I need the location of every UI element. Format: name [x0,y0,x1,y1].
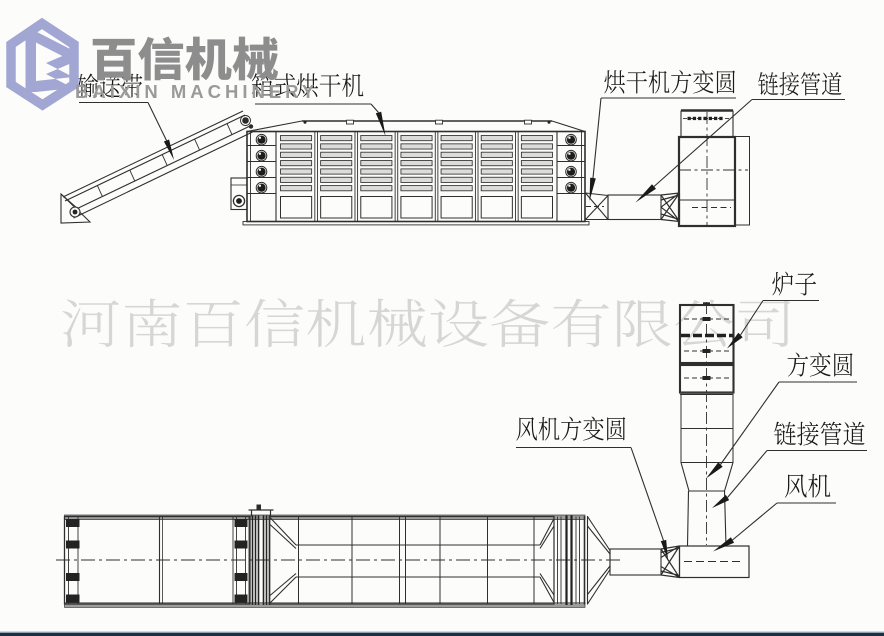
callout-lower-pipe-leader [727,450,768,498]
callout-fan-transition-arrowhead [660,539,668,560]
box-dryer-drawing [230,119,590,226]
dryer-roof-tabs [346,119,532,125]
conveyor-segment-ties [96,123,233,197]
callout-dryer-transition-arrowhead [589,177,596,201]
drum-body-drawing [56,504,620,608]
conveyor-belt-drawing [60,110,254,224]
callout-top-pipe [635,72,845,203]
drum-truss-posts [298,517,535,604]
callout-furnace-leader [740,300,764,336]
drum-flange-bolts [234,519,248,603]
furnace-stack-drawing [678,302,735,547]
callout-fan-leader [732,502,778,541]
callout-box-dryer [251,73,386,136]
callout-dryer-transition [589,69,736,201]
fan-drawing [678,545,750,579]
callout-box-dryer-leader [370,103,379,113]
callout-furnace-transition-arrowhead [706,462,723,479]
callout-fan-arrowhead [713,537,735,552]
logo-company-name-latin: BAIXIN MACHINERY [75,81,318,102]
furnace-center-marks [702,317,711,380]
vertical-chamber-drawing [677,109,750,228]
callout-top-pipe-arrowhead [635,184,656,203]
callout-fan-transition-leader [630,447,665,541]
logo-b-zigzag [36,31,74,92]
dryer-fan-columns [247,133,585,195]
logo-b-spine [25,31,36,92]
callout-labels [77,69,867,560]
callout-fan-transition [516,416,668,560]
box-dryer-line-drawing [60,109,750,228]
callout-conveyor [77,73,174,160]
callout-lower-pipe [712,421,867,508]
callout-furnace-transition-leader [720,381,780,465]
company-logo: BAIXIN MACHINERY [6,17,318,111]
callout-fan [713,473,836,552]
callout-furnace-arrowhead [727,332,743,349]
dryer-louver-columns [280,131,553,222]
footer-rule [0,631,884,636]
footer-rule-bar [0,633,884,636]
callout-conveyor-arrowhead [163,139,174,160]
drum-dryer-line-drawing [56,302,750,608]
drum-left-cap-bolts [66,519,80,603]
callout-furnace [727,271,819,349]
logo-hexagon-ring [6,17,79,111]
logo-hexagon-b-icon [6,17,79,111]
callout-top-pipe-leader [653,99,753,187]
chamber-bolt-dots [687,116,723,121]
callout-dryer-transition-leader [592,97,602,179]
callout-furnace-transition [706,352,857,479]
callout-conveyor-leader [147,102,167,141]
callout-box-dryer-arrowhead [375,111,386,136]
callout-lower-pipe-arrowhead [712,494,730,508]
